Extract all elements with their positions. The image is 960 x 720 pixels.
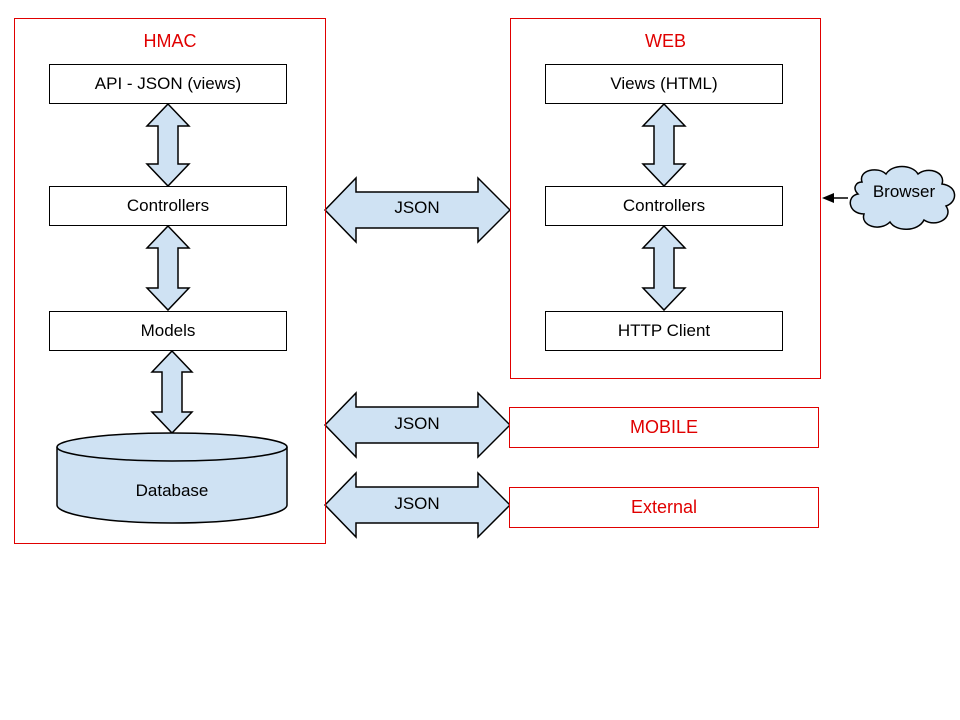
web-title: WEB [644,31,686,51]
json-label-mobile: JSON [394,414,440,433]
api-json-views-box: API - JSON (views) [49,64,287,104]
hmac-controllers-box: Controllers [49,186,287,226]
arrow-controllers-http-client [641,224,687,312]
mobile-box: MOBILE [509,407,819,448]
hmac-title: HMAC [143,31,197,51]
database-label: Database [135,481,209,500]
browser-label: Browser [872,182,936,201]
web-frame: WEB [510,18,821,379]
browser-connector-arrowhead [822,193,834,203]
models-box: Models [49,311,287,351]
hmac-frame: HMAC [14,18,326,544]
json-label-external: JSON [394,494,440,513]
database-cylinder [56,432,288,524]
json-label-web: JSON [394,198,440,217]
browser-cloud [849,165,956,230]
views-html-box: Views (HTML) [545,64,783,104]
arrow-controllers-models [145,224,191,312]
web-controllers-box: Controllers [545,186,783,226]
external-box: External [509,487,819,528]
http-client-box: HTTP Client [545,311,783,351]
